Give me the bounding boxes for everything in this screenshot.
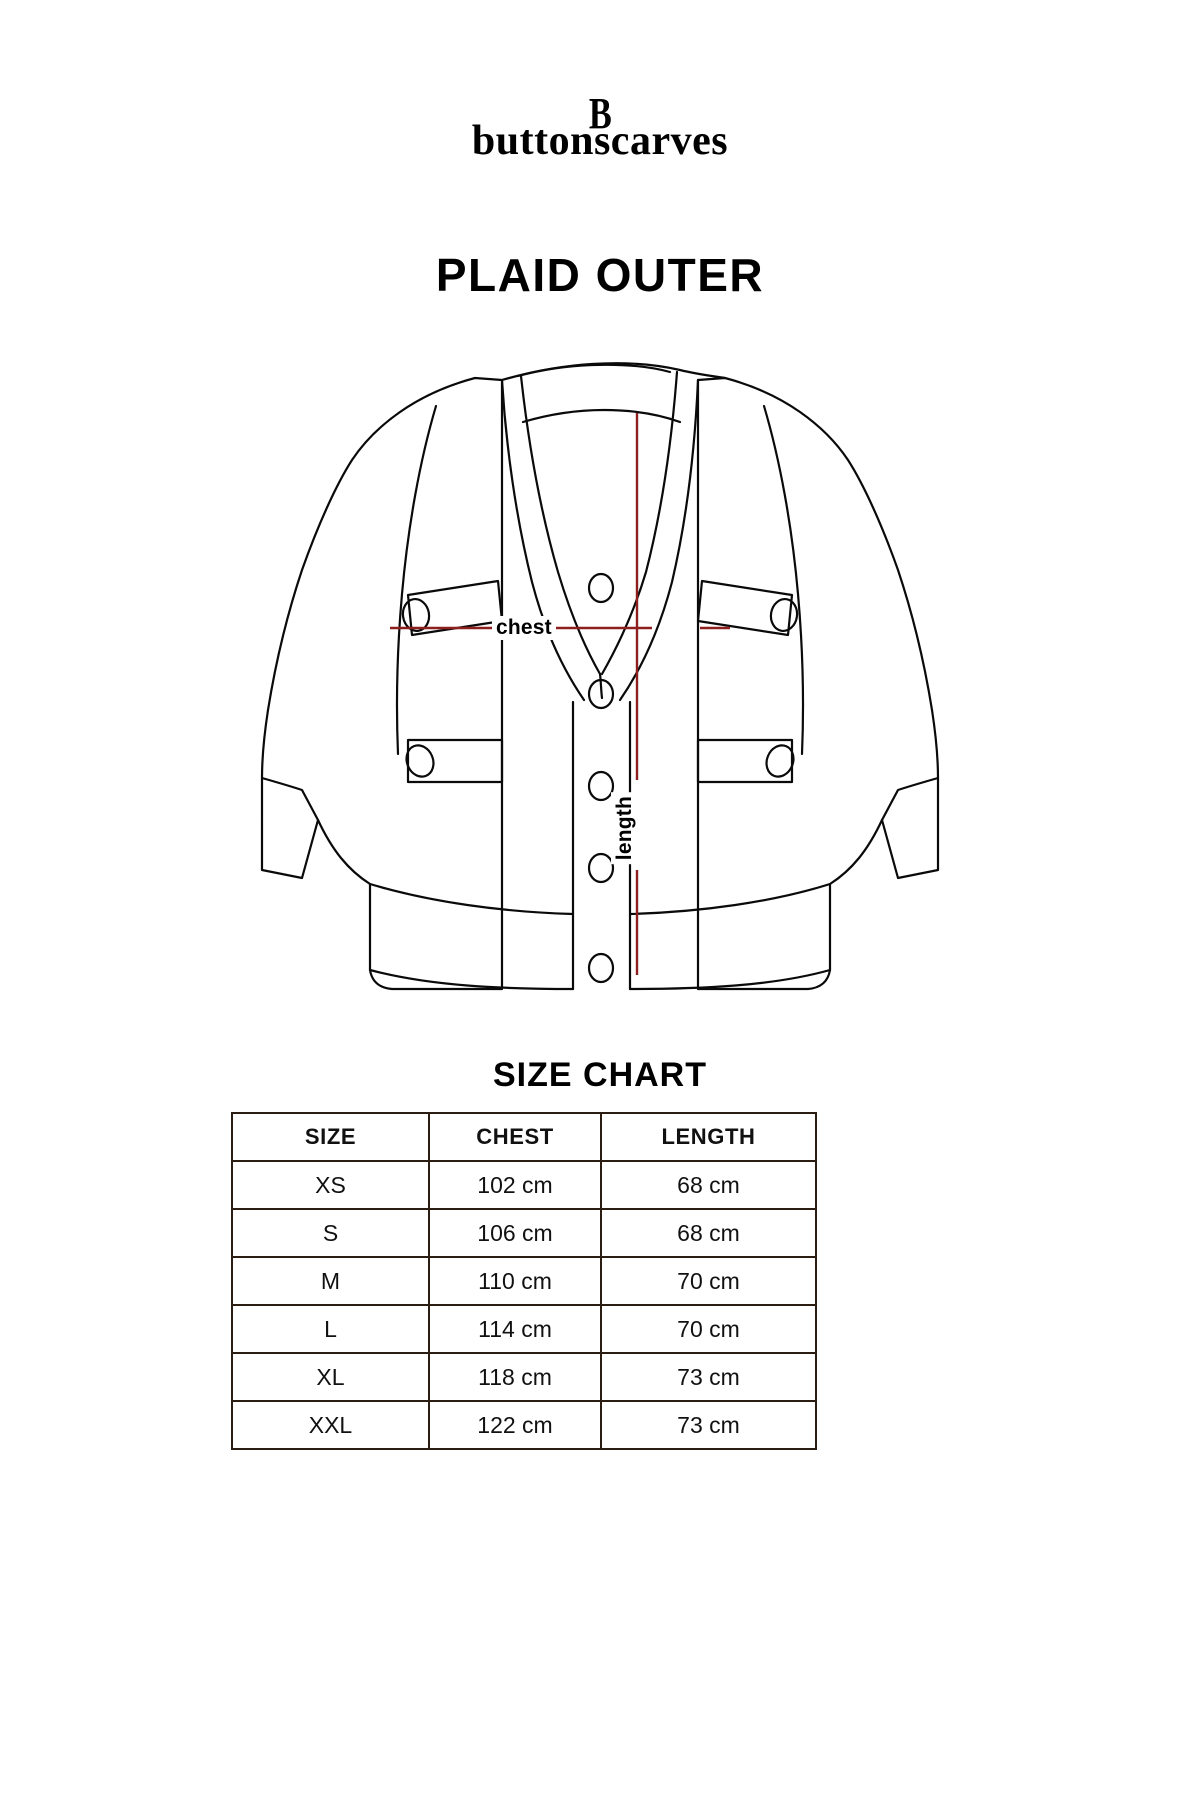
table-row: XL 118 cm 73 cm [231,1352,817,1402]
chest-measurement-label: chest [492,616,556,640]
cell-length: 70 cm [600,1256,817,1306]
cell-size: XXL [231,1400,430,1450]
brand-monogram-icon: B [588,89,612,138]
page-title: PLAID OUTER [435,249,765,301]
cell-length: 70 cm [600,1304,817,1354]
column-header-size: SIZE [231,1112,430,1162]
cell-chest: 110 cm [428,1256,602,1306]
size-chart-heading: SIZE CHART [493,1056,707,1094]
cell-chest: 118 cm [428,1352,602,1402]
table-row: XXL 122 cm 73 cm [231,1400,817,1450]
table-row: XS 102 cm 68 cm [231,1160,817,1210]
size-chart-table: SIZE CHEST LENGTH XS 102 cm 68 cm S 106 … [231,1112,817,1450]
cell-size: M [231,1256,430,1306]
measurement-lines [390,413,730,975]
cell-chest: 114 cm [428,1304,602,1354]
cell-size: L [231,1304,430,1354]
table-row: S 106 cm 68 cm [231,1208,817,1258]
cell-length: 73 cm [600,1400,817,1450]
column-header-chest: CHEST [428,1112,602,1162]
brand-wordmark: buttonscarves [471,118,729,164]
cell-chest: 106 cm [428,1208,602,1258]
garment-flat-sketch [260,362,940,991]
cell-chest: 102 cm [428,1160,602,1210]
garment-illustration [240,350,960,1010]
cell-length: 68 cm [600,1208,817,1258]
cell-size: XS [231,1160,430,1210]
cell-length: 68 cm [600,1160,817,1210]
cell-chest: 122 cm [428,1400,602,1450]
cell-size: XL [231,1352,430,1402]
size-chart-table-container: SIZE CHEST LENGTH XS 102 cm 68 cm S 106 … [231,1112,817,1450]
column-header-length: LENGTH [600,1112,817,1162]
brand-logo: B buttonscarves [0,89,1200,164]
cell-length: 73 cm [600,1352,817,1402]
table-header-row: SIZE CHEST LENGTH [231,1112,817,1162]
length-measurement-label: length [611,792,639,865]
table-row: M 110 cm 70 cm [231,1256,817,1306]
cell-size: S [231,1208,430,1258]
table-row: L 114 cm 70 cm [231,1304,817,1354]
